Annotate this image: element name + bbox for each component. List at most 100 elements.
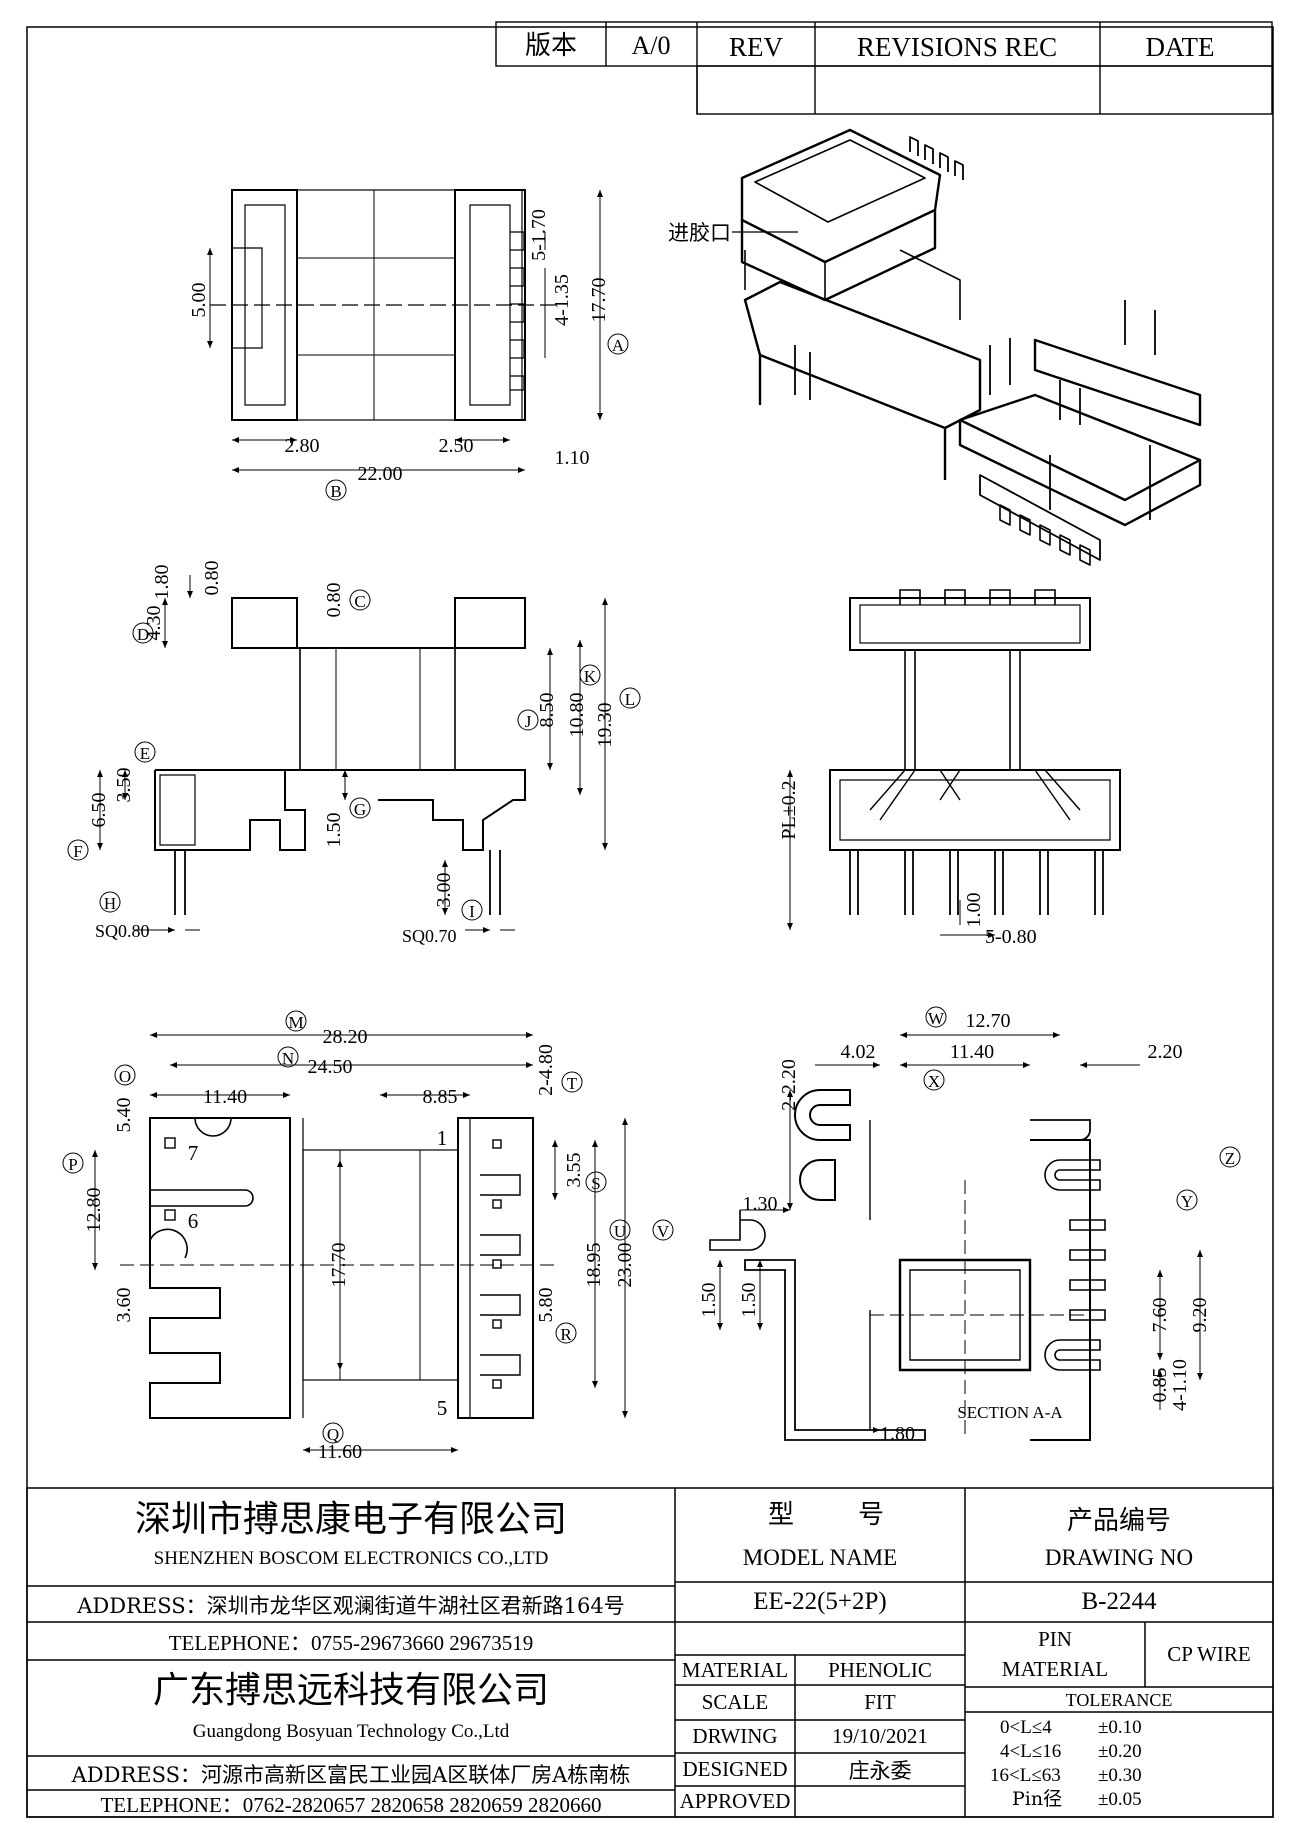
scale-value: FIT <box>864 1690 896 1714</box>
section-view-dimensions <box>717 1032 1203 1433</box>
callout-T: T <box>567 1074 578 1093</box>
callout-Q: Q <box>327 1425 339 1444</box>
material-label: MATERIAL <box>681 1657 789 1682</box>
dim-top-2-80: 2.80 <box>285 435 320 457</box>
dim-bottom-3-60: 3.60 <box>113 1288 135 1323</box>
callout-H: H <box>104 894 116 913</box>
dim-front-4-30: 4.30 <box>143 606 165 641</box>
dim-top-5-00: 5.00 <box>188 283 210 318</box>
dim-section-11-40: 11.40 <box>950 1041 994 1063</box>
top-view <box>210 189 560 421</box>
approved-label: APPROVED <box>679 1789 791 1813</box>
side-view-dimensions <box>787 770 995 938</box>
pin-number-7: 7 <box>188 1141 199 1165</box>
dim-section-1-50b: 1.50 <box>738 1283 760 1318</box>
dim-top-5-1-70: 5-1.70 <box>528 209 550 261</box>
dim-top-1-10: 1.10 <box>555 447 590 469</box>
isometric-bobbin-bottom <box>958 300 1202 566</box>
bottom-view <box>120 1117 560 1419</box>
revision-block <box>495 21 1273 115</box>
callout-C: C <box>354 592 365 611</box>
tolerance-range-3: 16<L≤63 <box>990 1765 1061 1786</box>
designed-value: 庄永委 <box>848 1758 912 1783</box>
tolerance-label: TOLERANCE <box>1065 1689 1173 1710</box>
pin-material-value: CP WIRE <box>1167 1642 1251 1666</box>
dim-bottom-23-00: 23.00 <box>614 1243 636 1288</box>
dim-top-22-00: 22.00 <box>358 463 403 485</box>
dim-front-19-30: 19.30 <box>594 703 616 748</box>
dim-section-1-50a: 1.50 <box>698 1283 720 1318</box>
dim-front-0-80a: 0.80 <box>201 561 223 596</box>
rev-version-value: A/0 <box>632 31 671 60</box>
dim-section-2-20: 2.20 <box>1148 1041 1183 1063</box>
dim-side-pl: PL±0.2 <box>778 780 800 839</box>
callout-S: S <box>591 1174 600 1193</box>
scale-label: SCALE <box>701 1690 769 1714</box>
dim-section-4-1-10: 4-1.10 <box>1169 1359 1191 1411</box>
tolerance-value-3: ±0.30 <box>1098 1765 1142 1786</box>
rev-header: REV <box>729 32 784 62</box>
callout-N: N <box>282 1049 294 1068</box>
dim-front-10-80: 10.80 <box>566 693 588 738</box>
drawing-no-label-cn: 产品编号 <box>1066 1505 1171 1536</box>
callout-G: G <box>354 800 366 819</box>
dim-bottom-3-55: 3.55 <box>563 1153 585 1188</box>
dim-section-0-85: 0.85 <box>1149 1368 1171 1403</box>
tolerance-range-1: 0<L≤4 <box>1000 1717 1052 1738</box>
dim-front-6-50: 6.50 <box>88 793 110 828</box>
bottom-view-callouts <box>62 1010 674 1444</box>
dim-bottom-2-4-80: 2-4.80 <box>535 1044 557 1096</box>
dim-bottom-5-40: 5.40 <box>113 1098 135 1133</box>
callout-D: D <box>137 625 149 644</box>
company-telephone-1: TELEPHONE：0755-29673660 29673519 <box>168 1631 534 1655</box>
callout-E: E <box>140 744 150 763</box>
tolerance-value-2: ±0.20 <box>1098 1741 1142 1762</box>
section-view-callouts <box>923 1006 1241 1211</box>
isometric-bobbin-top <box>740 128 982 480</box>
company-name-en: SHENZHEN BOSCOM ELECTRONICS CO.,LTD <box>153 1548 549 1569</box>
company-name-cn: 深圳市搏思康电子有限公司 <box>134 1499 567 1540</box>
company-telephone-2: TELEPHONE：0762-2820657 2820658 2820659 2… <box>100 1793 602 1817</box>
front-view-callouts <box>67 589 641 921</box>
model-label-en: MODEL NAME <box>742 1545 898 1570</box>
drawing-date-value: 19/10/2021 <box>832 1724 928 1748</box>
dim-bottom-17-70: 17.70 <box>328 1243 350 1288</box>
front-view-dimensions <box>97 575 608 933</box>
dim-bottom-8-85: 8.85 <box>423 1086 458 1108</box>
designed-label: DESIGNED <box>682 1757 788 1781</box>
callout-A: A <box>612 336 625 355</box>
company-address-1: ADDRESS：深圳市龙华区观澜街道牛湖社区君新路164号 <box>77 1594 625 1618</box>
callout-J: J <box>525 712 532 731</box>
callout-Z: Z <box>1225 1149 1235 1168</box>
dim-section-12-70: 12.70 <box>966 1010 1011 1032</box>
callout-U: U <box>614 1222 626 1241</box>
model-label-cn-1: 型 <box>768 1500 795 1530</box>
dim-bottom-11-60: 11.60 <box>318 1441 362 1463</box>
dim-bottom-24-50: 24.50 <box>308 1056 353 1078</box>
dim-front-1-50: 1.50 <box>323 813 345 848</box>
callout-L: L <box>625 690 635 709</box>
dim-section-1-80: 1.80 <box>880 1423 915 1445</box>
dim-front-sq080: SQ0.80 <box>95 921 150 941</box>
dim-front-sq070: SQ0.70 <box>402 926 457 946</box>
dim-bottom-12-80: 12.80 <box>83 1188 105 1233</box>
drawing-no-value: B-2244 <box>1081 1588 1157 1615</box>
pin-material-label-2: MATERIAL <box>1001 1656 1109 1681</box>
callout-B: B <box>330 482 341 501</box>
dim-bottom-11-40: 11.40 <box>203 1086 247 1108</box>
callout-W: W <box>928 1009 945 1028</box>
pin-number-1: 1 <box>437 1126 448 1150</box>
dim-top-4-1-35: 4-1.35 <box>551 274 573 326</box>
revisions-header: REVISIONS REC <box>857 32 1057 62</box>
dim-side-5-0-80: 5-0.80 <box>985 926 1037 948</box>
callout-O: O <box>119 1067 131 1086</box>
tolerance-value-1: ±0.10 <box>1098 1717 1142 1738</box>
title-block-grid <box>26 1487 1274 1818</box>
dim-section-1-30: 1.30 <box>743 1193 778 1215</box>
date-header: DATE <box>1146 32 1215 62</box>
section-caption: SECTION A-A <box>957 1403 1063 1422</box>
callout-F: F <box>73 842 82 861</box>
dim-section-9-20: 9.20 <box>1189 1298 1211 1333</box>
callout-K: K <box>584 667 597 686</box>
